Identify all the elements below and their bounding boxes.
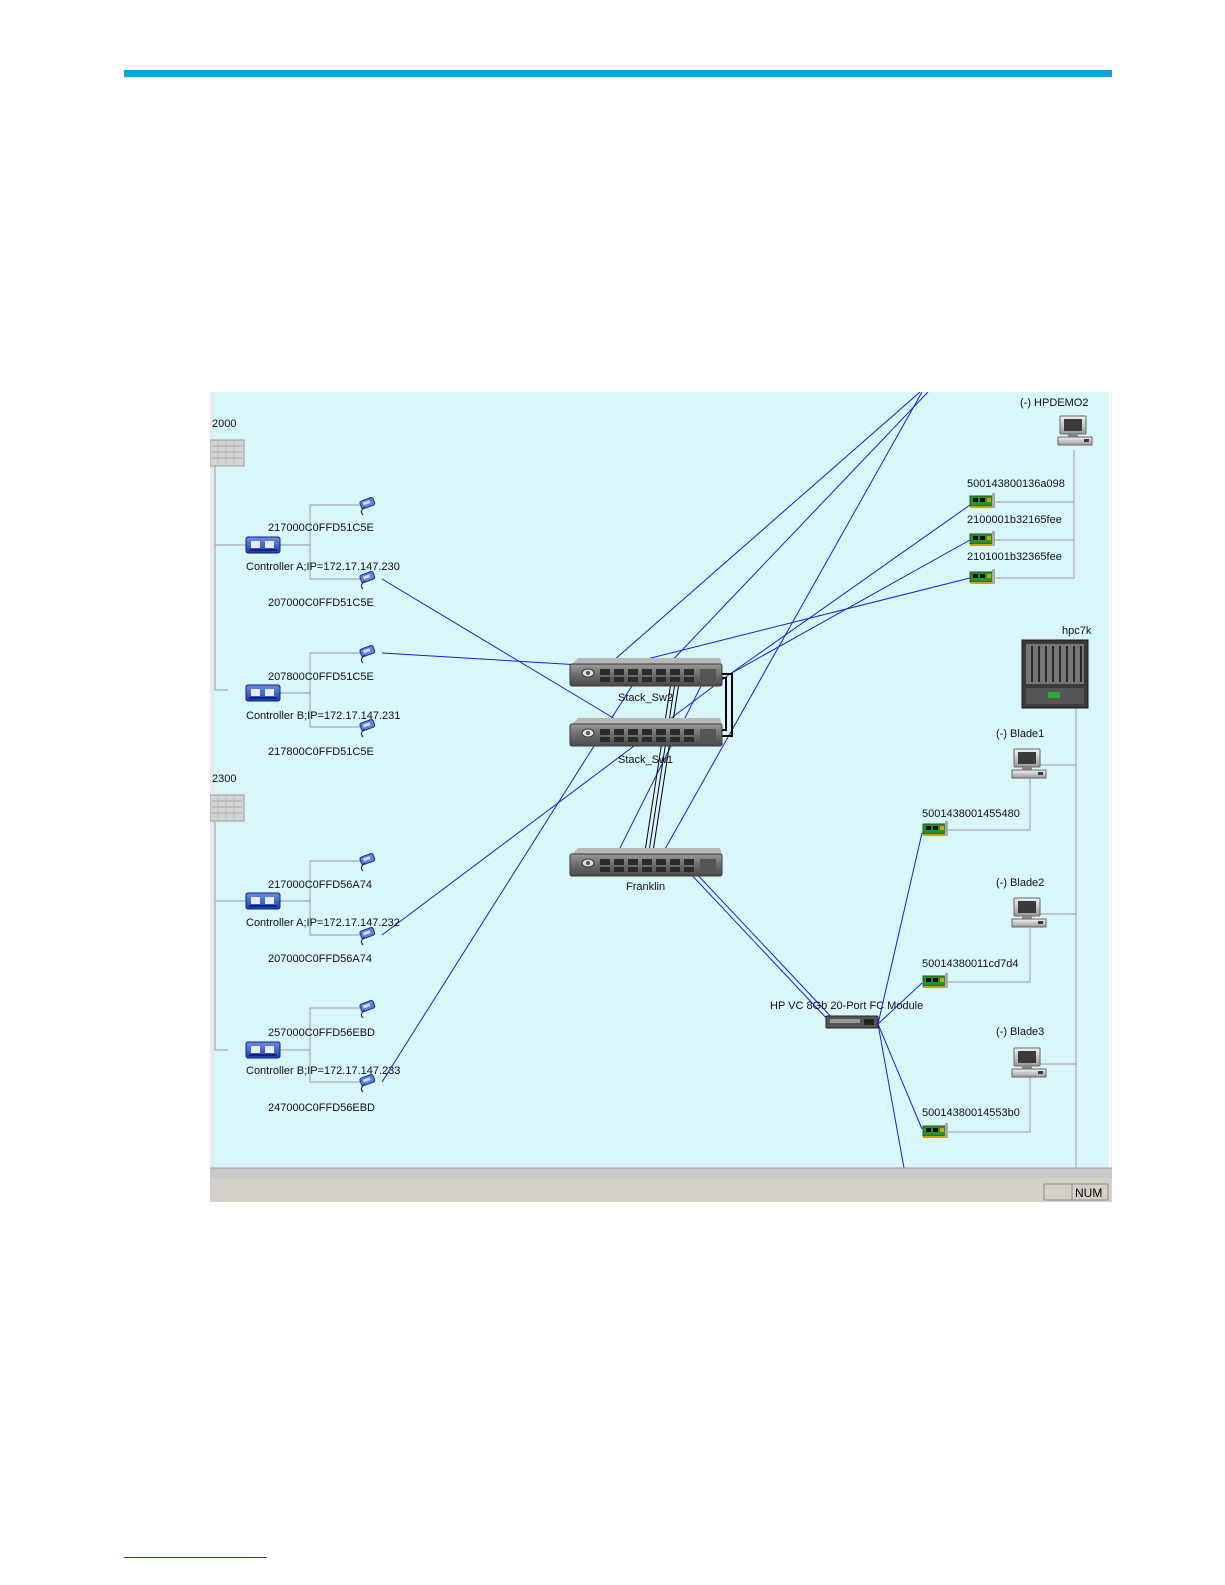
storage-array-2000[interactable]: 2000	[210, 418, 245, 467]
hba-wwn-label: 50014380011cd7d4	[922, 958, 1018, 970]
vc-module-icon	[825, 1015, 879, 1029]
host-hpdemo2[interactable]: (-) HPDEMO2	[1020, 397, 1093, 446]
storage-array-icon	[210, 794, 245, 822]
controller-b-node[interactable]: Controller B;IP=172.17.147.233	[245, 1041, 400, 1077]
storage-array-icon	[210, 439, 245, 467]
port-wwn-label: 217000C0FFD56A74	[268, 879, 372, 891]
fc-port-node[interactable]: 207000C0FFD56A74	[268, 926, 376, 965]
vc-module-label: HP VC 8Gb 20-Port FC Module	[770, 1000, 923, 1012]
host-blade2[interactable]: (-) Blade2	[996, 877, 1047, 928]
hba-node[interactable]: 2100001b32165fee	[967, 514, 1062, 547]
blade-enclosure-icon	[1021, 639, 1089, 709]
fc-port-node[interactable]: 207800C0FFD51C5E	[268, 644, 376, 683]
controller-icon	[245, 1041, 281, 1059]
host-blade3[interactable]: (-) Blade3	[996, 1026, 1047, 1078]
controller-label: Controller A;IP=172.17.147.232	[246, 917, 400, 929]
enclosure-label: hpc7k	[1062, 625, 1092, 637]
fc-port-node[interactable]: 217800C0FFD51C5E	[268, 718, 376, 758]
fc-port-node[interactable]: 217000C0FFD51C5E	[268, 496, 376, 534]
controller-icon	[245, 892, 281, 910]
fc-port-node[interactable]: 257000C0FFD56EBD	[268, 999, 376, 1039]
host-label: (-) HPDEMO2	[1020, 397, 1088, 409]
switch-franklin[interactable]: Franklin	[569, 847, 723, 893]
hba-wwn-label: 5001438001455480	[922, 808, 1020, 820]
switch-label: Stack_Sw1	[618, 754, 673, 766]
controller-icon	[245, 536, 281, 554]
hba-wwn-label: 500143800136a098	[967, 478, 1065, 490]
controller-icon	[245, 684, 281, 702]
footer-rule	[124, 1557, 267, 1558]
fc-port-node[interactable]: 217000C0FFD56A74	[268, 852, 376, 891]
num-lock-indicator: NUM	[1075, 1186, 1102, 1200]
port-wwn-label: 257000C0FFD56EBD	[268, 1027, 375, 1039]
controller-a-node[interactable]: Controller A;IP=172.17.147.232	[245, 892, 400, 929]
host-blade1[interactable]: (-) Blade1	[996, 728, 1047, 779]
hba-node[interactable]: 50014380014553b0	[922, 1107, 1020, 1139]
controller-label: Controller B;IP=172.17.147.233	[246, 1065, 400, 1077]
hba-wwn-label: 50014380014553b0	[922, 1107, 1020, 1119]
port-wwn-label: 217800C0FFD51C5E	[268, 746, 374, 758]
hba-wwn-label: 2100001b32165fee	[967, 514, 1062, 526]
fc-switch-icon	[569, 717, 723, 747]
port-wwn-label: 247000C0FFD56EBD	[268, 1102, 375, 1114]
switch-label: Stack_Sw2	[618, 692, 673, 704]
host-label: (-) Blade1	[996, 728, 1044, 740]
blade-enclosure-hpc7k[interactable]: hpc7k	[1021, 625, 1092, 709]
horizontal-scrollbar[interactable]	[210, 1168, 1112, 1178]
header-accent-rule	[124, 70, 1112, 77]
storage-array-2300[interactable]: 2300	[210, 773, 245, 822]
hba-node[interactable]: 50014380011cd7d4	[922, 958, 1018, 989]
port-wwn-label: 207000C0FFD51C5E	[268, 597, 374, 609]
fc-switch-icon	[569, 657, 723, 687]
array-name: 2300	[212, 773, 236, 785]
san-topology-view[interactable]: 2000 Controller A;IP=172.17.147.230 2170…	[210, 392, 1112, 1202]
controller-label: Controller A;IP=172.17.147.230	[246, 561, 400, 573]
port-wwn-label: 207000C0FFD56A74	[268, 953, 372, 965]
fc-port-node[interactable]: 207000C0FFD51C5E	[268, 570, 376, 609]
vc-fc-module[interactable]: HP VC 8Gb 20-Port FC Module	[770, 1000, 923, 1029]
host-label: (-) Blade2	[996, 877, 1044, 889]
hba-node[interactable]: 500143800136a098	[967, 478, 1065, 509]
switch-label: Franklin	[626, 881, 665, 893]
status-panel-num	[1071, 1183, 1109, 1201]
hba-node[interactable]: 5001438001455480	[922, 808, 1020, 837]
fc-switch-icon	[569, 847, 723, 877]
fc-port-node[interactable]: 247000C0FFD56EBD	[268, 1073, 376, 1114]
hba-node[interactable]: 2101001b32365fee	[967, 551, 1062, 585]
switch-stack-sw1[interactable]: Stack_Sw1	[569, 717, 723, 766]
controller-label: Controller B;IP=172.17.147.231	[246, 710, 400, 722]
switch-stack-sw2[interactable]: Stack_Sw2	[569, 657, 723, 704]
controller-a-node[interactable]: Controller A;IP=172.17.147.230	[245, 536, 400, 573]
port-wwn-label: 217000C0FFD51C5E	[268, 522, 374, 534]
controller-b-node[interactable]: Controller B;IP=172.17.147.231	[245, 684, 400, 722]
hba-wwn-label: 2101001b32365fee	[967, 551, 1062, 563]
tree-connectors	[214, 450, 1077, 1168]
port-wwn-label: 207800C0FFD51C5E	[268, 671, 374, 683]
array-name: 2000	[212, 418, 236, 430]
host-label: (-) Blade3	[996, 1026, 1044, 1038]
